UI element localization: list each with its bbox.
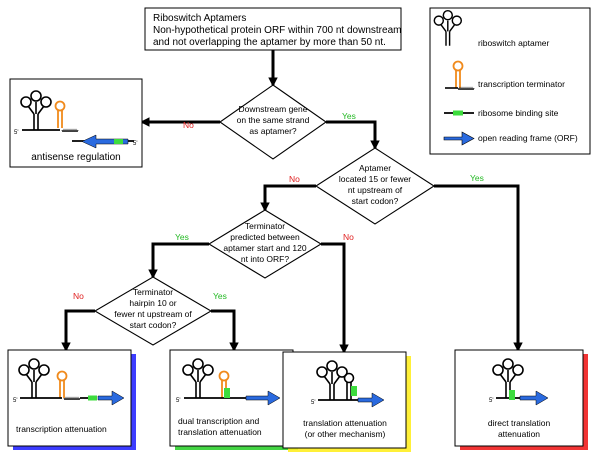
rbs-icon	[444, 110, 474, 116]
rbs-icon	[114, 139, 123, 144]
label-d3-yes: Yes	[175, 232, 189, 242]
outcome-direct-translation-attenuation: 5' direct translation attenuation	[454, 349, 588, 450]
label-d1-yes: Yes	[342, 111, 356, 121]
transcription-five-prime: 5'	[13, 398, 17, 404]
edge-d4-no	[61, 309, 95, 352]
antisense-label: antisense regulation	[31, 152, 121, 163]
dual-five-prime: 5'	[176, 398, 180, 404]
legend-label-orf: open reading frame (ORF)	[478, 133, 578, 143]
rbs-icon	[351, 386, 357, 396]
transcription-label: transcription attenuation	[16, 424, 107, 434]
top-box-title: Riboswitch Aptamers	[153, 13, 246, 24]
legend: riboswitch aptamer transcription termina…	[429, 7, 591, 155]
label-d3-no: No	[343, 232, 354, 242]
rbs-icon	[224, 388, 230, 398]
decision-2-line-3: nt upstream of	[348, 185, 403, 195]
edge-d4-yes	[211, 309, 239, 352]
decision-1-line-1: Downstream gene	[239, 104, 308, 114]
dual-label-line-1: dual transcription and	[178, 416, 260, 426]
legend-label-aptamer: riboswitch aptamer	[478, 38, 550, 48]
edge-d1-yes	[326, 120, 380, 150]
orf-arrow-icon	[357, 392, 385, 408]
decision-1-line-3: as aptamer?	[249, 126, 297, 136]
edge-d2-no	[260, 184, 316, 212]
decision-2-line-2: located 15 or fewer	[339, 174, 411, 184]
orf-arrow-icon	[443, 131, 475, 146]
decision-4-line-2: hairpin 10 or	[129, 298, 176, 308]
translation-five-prime: 5'	[311, 400, 315, 406]
terminator-icon	[445, 60, 475, 90]
decision-3-line-4: nt into ORF?	[241, 254, 289, 264]
orf-arrow-icon	[97, 390, 125, 406]
label-d1-no: No	[183, 120, 194, 130]
top-box-frame	[144, 7, 402, 51]
decision-terminator-predicted: Terminator predicted between aptamer sta…	[207, 209, 323, 279]
direct-label-line-2: attenuation	[498, 429, 540, 439]
edge-d2-yes	[434, 184, 523, 352]
direct-five-prime: 5'	[489, 398, 493, 404]
outcome-translation-attenuation: 5' translation attenuation (or other mec…	[282, 351, 411, 452]
edge-d3-no	[321, 242, 349, 354]
direct-label-line-1: direct translation	[488, 418, 551, 428]
rbs-icon	[509, 390, 515, 400]
decision-4-line-4: start codon?	[130, 320, 177, 330]
decision-4-line-1: Terminator	[133, 287, 173, 297]
outcome-dual-attenuation: 5' dual transcription and translation at…	[169, 349, 298, 450]
top-box-criterion-2: and not overlapping the aptamer by more …	[153, 37, 386, 48]
decision-2-line-4: start codon?	[352, 196, 399, 206]
top-box-criterion-1: Non-hypothetical protein ORF within 700 …	[153, 25, 401, 36]
outcome-transcription-attenuation: 5' transcription attenuation	[7, 349, 136, 450]
legend-label-terminator: transcription terminator	[478, 79, 565, 89]
decision-3-line-3: aptamer start and 120	[223, 243, 306, 253]
label-d4-yes: Yes	[213, 291, 227, 301]
label-d2-yes: Yes	[470, 173, 484, 183]
decision-2-line-1: Aptamer	[359, 163, 391, 173]
edge-d3-yes	[148, 242, 209, 279]
legend-label-rbs: ribosome binding site	[478, 108, 559, 118]
translation-label-line-2: (or other mechanism)	[305, 429, 386, 439]
branch-labels: Yes No No Yes Yes No No Yes	[73, 111, 484, 301]
dual-label-line-2: translation attenuation	[178, 427, 262, 437]
decision-3-line-1: Terminator	[245, 221, 285, 231]
antisense-five-prime: 5'	[14, 130, 18, 136]
decision-4-line-3: fewer nt upstream of	[114, 309, 192, 319]
decision-terminator-hairpin: Terminator hairpin 10 or fewer nt upstre…	[93, 276, 213, 346]
orf-arrow-icon	[519, 390, 549, 406]
top-box: Riboswitch Aptamers Non-hypothetical pro…	[144, 7, 402, 51]
label-d2-no: No	[289, 174, 300, 184]
flow-edges	[61, 50, 523, 354]
label-d4-no: No	[73, 291, 84, 301]
outcome-antisense: 5' 5' antisense regulation	[9, 78, 143, 168]
decision-1-line-2: on the same strand	[237, 115, 310, 125]
decision-aptamer-distance: Aptamer located 15 or fewer nt upstream …	[314, 147, 436, 225]
decision-3-line-2: predicted between	[230, 232, 300, 242]
decision-downstream-strand: Downstream gene on the same strand as ap…	[219, 84, 327, 160]
orf-arrow-icon	[245, 390, 281, 406]
translation-label-line-1: translation attenuation	[303, 418, 387, 428]
antisense-five-prime-end: 5'	[133, 141, 137, 147]
rbs-icon	[88, 395, 97, 401]
